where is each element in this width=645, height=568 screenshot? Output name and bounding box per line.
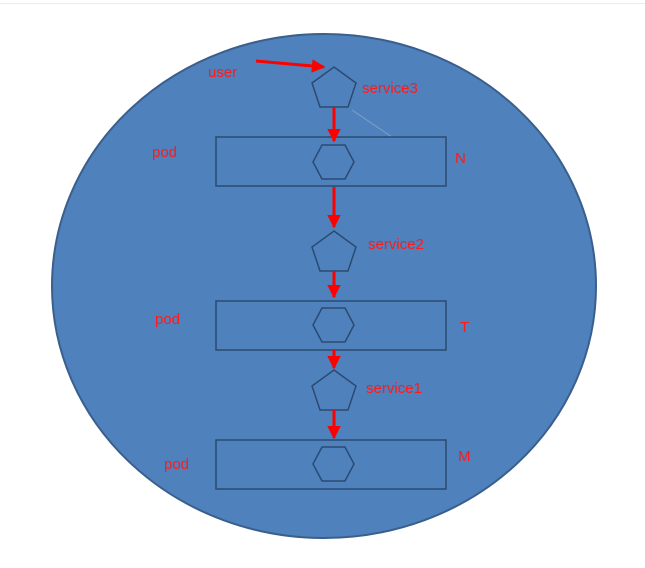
cluster-circle bbox=[51, 33, 597, 539]
node-label-n: N bbox=[455, 150, 466, 167]
service3-connector-line bbox=[351, 109, 393, 138]
arrow-user-to-service3 bbox=[255, 59, 326, 73]
pod-label-bottom: pod bbox=[164, 456, 189, 473]
node-label-t: T bbox=[460, 319, 469, 336]
user-label: user bbox=[208, 64, 237, 81]
service1-label: service1 bbox=[366, 380, 422, 397]
pod-label-middle: pod bbox=[155, 311, 180, 328]
service3-label: service3 bbox=[362, 80, 418, 97]
pod-hexagon-middle[interactable] bbox=[312, 307, 355, 343]
pod-label-top: pod bbox=[152, 144, 177, 161]
top-divider bbox=[0, 3, 645, 4]
pod-hexagon-top[interactable] bbox=[312, 144, 355, 180]
node-label-m: M bbox=[458, 448, 471, 465]
pod-node-m-box[interactable] bbox=[215, 439, 447, 490]
pod-hexagon-bottom[interactable] bbox=[312, 446, 355, 482]
service2-label: service2 bbox=[368, 236, 424, 253]
pod-node-t-box[interactable] bbox=[215, 300, 447, 351]
